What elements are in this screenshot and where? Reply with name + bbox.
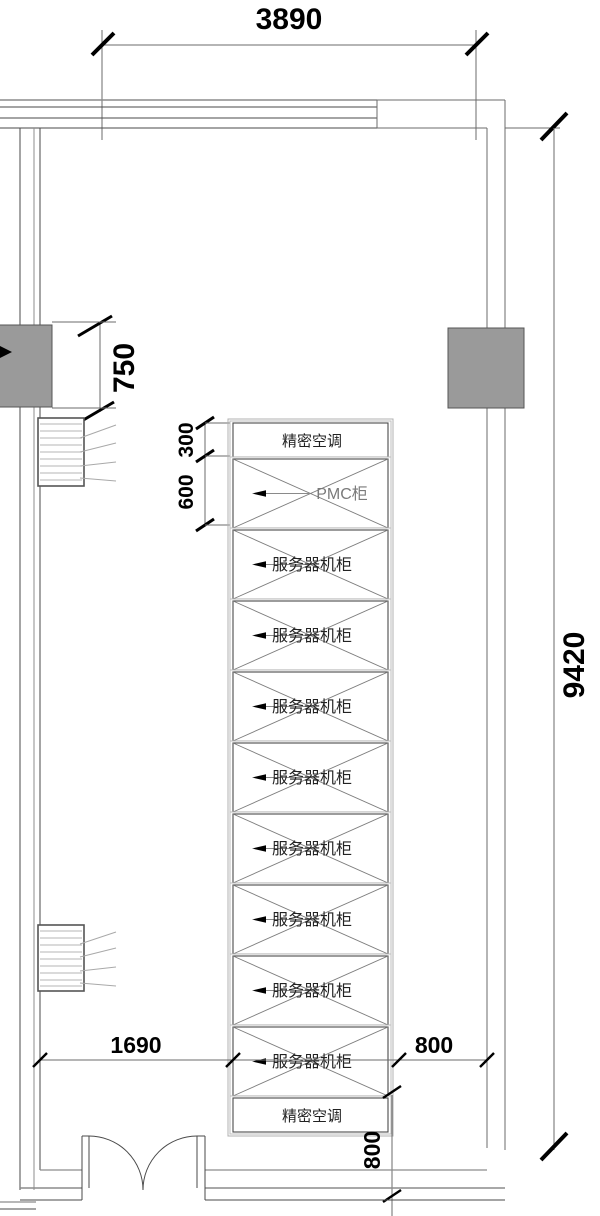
dim-tick-800-right — [479, 1052, 495, 1068]
door-swing-arc-left — [88, 1135, 144, 1191]
server-cabinet-cross-b — [232, 671, 389, 742]
server-cabinet-cross-b — [232, 742, 389, 813]
pmc-cabinet-1[interactable]: PMC柜 — [229, 456, 392, 531]
dim-tick-750-top — [77, 314, 113, 338]
column-right — [447, 327, 525, 409]
dimension-label-750: 750 — [108, 343, 141, 393]
server-cabinet-3[interactable]: 服务器机柜 — [229, 598, 392, 673]
dim-tick-1690-right — [225, 1052, 241, 1068]
dimension-label-9420: 9420 — [558, 632, 591, 699]
server-cabinet-label: 服务器机柜 — [272, 626, 352, 645]
server-cabinet-cross-b — [232, 884, 389, 955]
server-cabinet-cross-b — [232, 529, 389, 600]
server-cabinet-direction-arrow-icon — [252, 703, 266, 710]
dimension-label-800-vertical: 800 — [359, 1131, 385, 1169]
double-door — [88, 1135, 198, 1191]
column-left — [0, 324, 53, 408]
pmc-cabinet-cross-b — [232, 458, 389, 529]
column-left-marker-arrow — [0, 346, 12, 358]
grille-lower-louvers — [40, 930, 82, 987]
dimension-bottom-row: 1690 800 — [32, 1032, 495, 1068]
door-swing-arc-right — [142, 1135, 198, 1191]
wall-left — [19, 128, 41, 1190]
server-cabinet-direction-arrow-icon — [252, 916, 266, 923]
server-cabinet-label: 服务器机柜 — [272, 910, 352, 929]
grille-lower-leaders — [79, 931, 117, 987]
server-cabinet-direction-arrow-icon — [252, 632, 266, 639]
grille-upper-louvers — [40, 423, 82, 481]
dimension-bottom-vertical-800: 800 — [359, 1085, 402, 1216]
server-cabinet-cross-b — [232, 1026, 389, 1097]
server-cabinet-label: 服务器机柜 — [272, 1052, 352, 1071]
ac-unit-label: 精密空调 — [282, 432, 342, 450]
equipment-row-outline — [227, 418, 394, 1137]
pmc-cabinet-direction-arrow-icon — [252, 490, 266, 497]
dim-tick-top-right — [464, 31, 490, 57]
dimension-top-width: 3890 — [90, 3, 490, 140]
pmc-cabinet-label: PMC柜 — [316, 485, 368, 503]
column-left-body — [0, 324, 53, 408]
dimension-right-height: 9420 — [539, 128, 591, 1162]
server-cabinet-label: 服务器机柜 — [272, 981, 352, 1000]
server-cabinet-direction-arrow-icon — [252, 845, 266, 852]
ac-unit-body — [232, 1097, 389, 1133]
grille-upper — [37, 417, 117, 487]
server-cabinet-4[interactable]: 服务器机柜 — [229, 669, 392, 744]
bottom-left-ledge — [0, 1201, 36, 1210]
dim-tick-right-top — [539, 111, 569, 142]
dimension-label-300: 300 — [175, 422, 198, 457]
server-cabinet-5[interactable]: 服务器机柜 — [229, 740, 392, 815]
ac-unit-10[interactable]: 精密空调 — [229, 1095, 392, 1135]
server-cabinet-cross-b — [232, 600, 389, 671]
server-cabinet-label: 服务器机柜 — [272, 839, 352, 858]
dimension-label-800-right: 800 — [415, 1032, 453, 1058]
wall-bottom — [20, 1135, 505, 1201]
dim-tick-9420-bottom — [539, 1131, 569, 1162]
server-cabinet-direction-arrow-icon — [252, 561, 266, 568]
grille-lower-frame — [37, 924, 85, 992]
server-cabinet-label: 服务器机柜 — [272, 697, 352, 716]
wall-top — [0, 99, 569, 1150]
server-cabinet-9[interactable]: 服务器机柜 — [229, 1024, 392, 1099]
dimension-label-top-width: 3890 — [256, 3, 323, 36]
dimension-depths: 300 600 — [175, 415, 233, 533]
server-cabinet-direction-arrow-icon — [252, 774, 266, 781]
dim-tick-800-left — [391, 1052, 407, 1068]
server-cabinet-cross-b — [232, 813, 389, 884]
ac-unit-0[interactable]: 精密空调 — [229, 420, 392, 460]
dim-tick-v800-top — [382, 1085, 402, 1099]
equipment-row: 精密空调PMC柜服务器机柜服务器机柜服务器机柜服务器机柜服务器机柜服务器机柜服务… — [227, 418, 394, 1137]
dimension-left-750: 750 — [52, 314, 141, 424]
server-cabinet-7[interactable]: 服务器机柜 — [229, 882, 392, 957]
dim-tick-top-left — [90, 31, 116, 57]
dim-tick-750-bottom — [79, 400, 115, 424]
grille-lower — [37, 924, 117, 992]
server-cabinet-label: 服务器机柜 — [272, 555, 352, 574]
grille-upper-leaders — [79, 424, 117, 482]
server-cabinet-6[interactable]: 服务器机柜 — [229, 811, 392, 886]
server-cabinet-cross-b — [232, 955, 389, 1026]
dimension-label-600: 600 — [175, 474, 198, 509]
server-cabinet-label: 服务器机柜 — [272, 768, 352, 787]
ac-unit-body — [232, 422, 389, 458]
server-cabinet-2[interactable]: 服务器机柜 — [229, 527, 392, 602]
ac-unit-label: 精密空调 — [282, 1107, 342, 1125]
dimension-label-1690: 1690 — [110, 1032, 161, 1058]
server-cabinet-8[interactable]: 服务器机柜 — [229, 953, 392, 1028]
dim-tick-1690-left — [32, 1052, 48, 1068]
column-right-body — [447, 327, 525, 409]
server-cabinet-direction-arrow-icon — [252, 987, 266, 994]
